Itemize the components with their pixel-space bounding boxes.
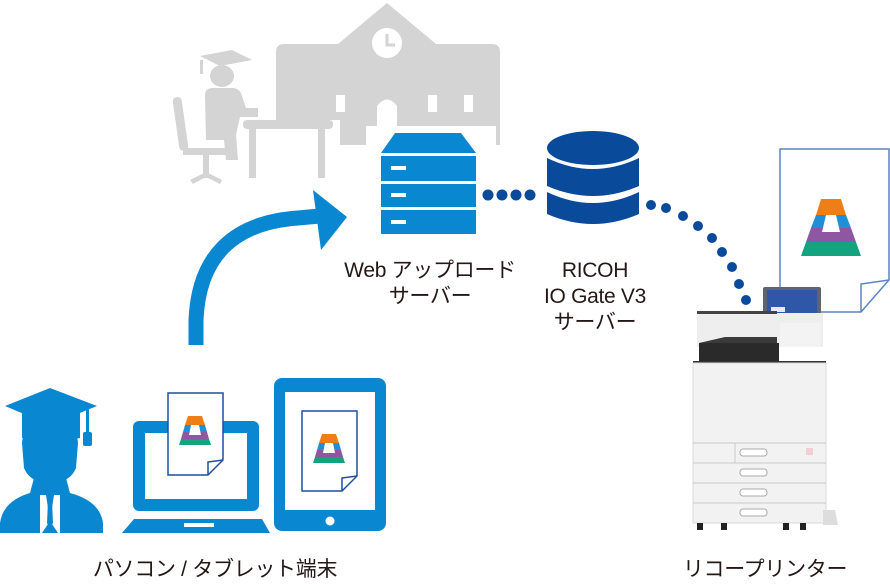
io-gate-label-line3: サーバー [553,311,637,334]
upload-arrow-icon [188,190,347,345]
tablet-document-icon [301,410,358,492]
ricoh-printer-icon [692,287,838,530]
student-icon [0,388,103,533]
document-a-glyph [313,434,345,463]
connection-dots-web-to-db [482,189,536,201]
document-a-glyph [179,416,211,445]
document-a-glyph [801,199,861,256]
io-gate-label-line2: IO Gate V3 [543,285,647,308]
web-server-label: Web アップロード サーバー [330,258,530,310]
printed-document-icon [779,148,890,313]
web-upload-server-icon [381,133,476,234]
laptop-document-icon [167,392,224,476]
io-gate-label-line1: RICOH [561,259,629,282]
connection-dots-db-to-printer [646,200,751,305]
client-devices-label: パソコン / タブレット端末 [92,558,338,581]
io-gate-label: RICOH IO Gate V3 サーバー [530,258,660,336]
web-server-label-line1: Web アップロード [344,259,516,282]
web-server-label-line2: サーバー [388,285,472,308]
ricoh-printer-label: リコープリンター [682,558,848,581]
io-gate-database-icon [547,131,639,224]
